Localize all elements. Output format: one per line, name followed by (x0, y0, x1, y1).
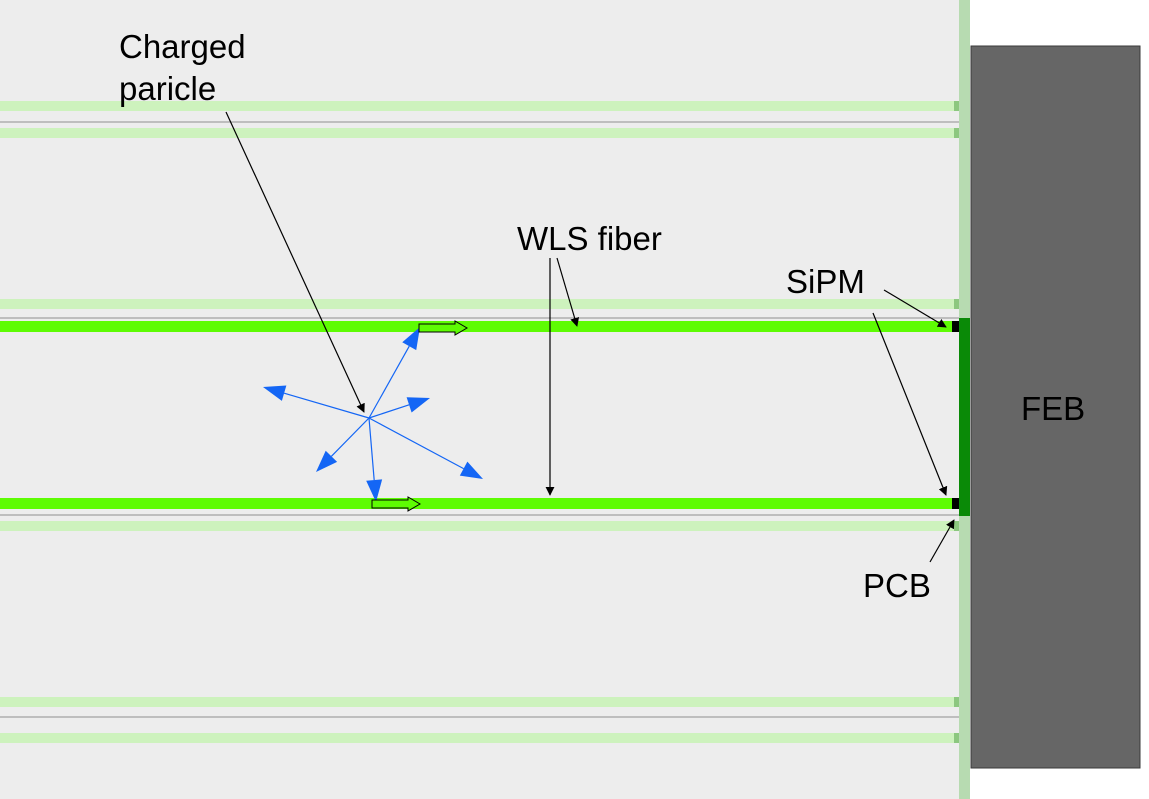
photon-ray (368, 417, 375, 481)
charged-particle-label: Charged paricle (119, 26, 246, 110)
photon-ray (368, 417, 464, 470)
photon-arrowhead (263, 385, 287, 401)
inactive-fiber (0, 299, 958, 309)
inactive-fiber (0, 697, 958, 707)
sipm-mark (954, 101, 959, 111)
feb-box (970, 45, 1141, 769)
photon-arrowhead (459, 461, 483, 479)
inactive-fiber (0, 733, 958, 743)
photon-arrowhead (366, 479, 383, 502)
charged-particle-callout (225, 111, 365, 413)
charged-particle-label-line2: paricle (119, 70, 217, 107)
photon-ray (368, 345, 410, 419)
scintillator-background (0, 0, 960, 799)
active-wls-fiber-upper (0, 321, 956, 332)
inactive-fiber (0, 101, 958, 111)
sipm-mark (954, 521, 959, 531)
sipm-upper (952, 321, 959, 332)
sipm-mark (954, 733, 959, 743)
photon-arrowhead (406, 397, 430, 413)
photon-arrowhead (402, 327, 420, 351)
wls-fiber-label: WLS fiber (517, 220, 662, 257)
photon-emission (263, 327, 483, 502)
pcb-callout (929, 519, 955, 563)
wls-fiber-callout (556, 257, 580, 327)
sipm-callout (883, 289, 947, 328)
photon-ray (283, 392, 370, 419)
sipm-callout (872, 312, 948, 496)
sipm-mark (954, 697, 959, 707)
light-propagation-arrow (418, 320, 468, 336)
sipm-lower (952, 498, 959, 509)
light-propagation-arrow (371, 496, 421, 512)
inactive-fiber (0, 521, 958, 531)
pcb-label: PCB (863, 567, 931, 604)
pcb-active-segment (959, 318, 970, 516)
photon-ray (330, 417, 370, 457)
charged-particle-label-line1: Charged (119, 28, 246, 65)
photon-ray (368, 404, 410, 419)
feb-label: FEB (1021, 390, 1086, 427)
active-wls-fiber-lower (0, 498, 956, 509)
photon-arrowhead (316, 450, 338, 472)
sipm-mark (954, 299, 959, 309)
sipm-label: SiPM (786, 263, 865, 300)
inactive-fiber (0, 128, 958, 138)
sipm-mark (954, 128, 959, 138)
